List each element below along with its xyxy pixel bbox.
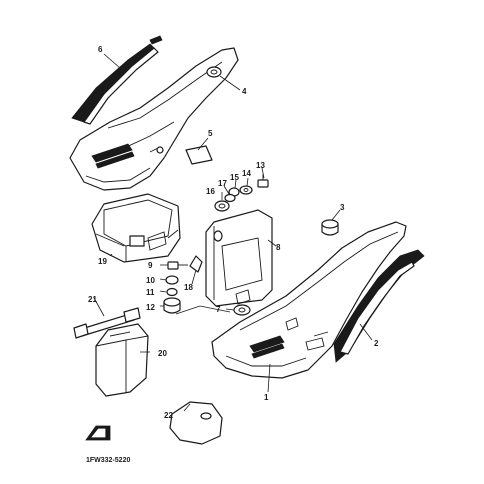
- callout-2: 2: [374, 339, 379, 348]
- callout-10: 10: [146, 276, 155, 285]
- part-19-battery-tray: [91, 193, 181, 263]
- callout-17: 17: [218, 179, 227, 188]
- callout-7: 7: [216, 305, 221, 314]
- callout-13: 13: [256, 161, 265, 170]
- front-arrow-icon: [85, 425, 111, 441]
- callout-14: 14: [242, 169, 251, 178]
- callout-12: 12: [146, 303, 155, 312]
- callout-16: 16: [206, 187, 215, 196]
- part-7-grommet: [233, 304, 251, 316]
- callout-1: 1: [264, 393, 269, 402]
- callout-22: 22: [164, 411, 173, 420]
- part-1-emblem: [305, 337, 325, 351]
- part-13-bolt: [257, 174, 269, 188]
- callout-6: 6: [98, 45, 103, 54]
- part-20-box: [95, 323, 149, 397]
- leader-lines: [93, 53, 373, 412]
- part-18-clip: [189, 255, 203, 273]
- callout-19: 19: [98, 257, 107, 266]
- part-16-grommet: [214, 200, 230, 212]
- callout-20: 20: [158, 349, 167, 358]
- part-10-washer: [165, 275, 179, 285]
- callout-5: 5: [208, 129, 213, 138]
- part-9-bolt: [167, 261, 188, 270]
- callout-18: 18: [184, 283, 193, 292]
- part-8-bracket: [205, 209, 273, 307]
- callout-11: 11: [146, 288, 155, 297]
- part-3-grommet: [321, 219, 339, 236]
- callouts: 6 4 5 13 14 15 17 16 3 8 9 10 11 12 18 1…: [86, 45, 379, 464]
- part-5-plate: [185, 145, 213, 165]
- callout-21: 21: [88, 295, 97, 304]
- callout-3: 3: [340, 203, 345, 212]
- part-4-side-cover-left: [69, 47, 239, 191]
- part-17-washer: [224, 193, 236, 203]
- callout-8: 8: [276, 243, 281, 252]
- part-12-grommet: [163, 297, 181, 314]
- callout-4: 4: [242, 87, 247, 96]
- callout-9: 9: [148, 261, 153, 270]
- part-6-stripe: [71, 35, 163, 125]
- part-11-collar: [166, 287, 178, 297]
- part-22-pad: [169, 401, 223, 445]
- part-14-washer: [239, 185, 253, 195]
- callout-15: 15: [230, 173, 239, 182]
- part-2-side-cover-right: [211, 221, 425, 379]
- part-code-label: 1FW332-5220: [86, 457, 130, 464]
- part-21-strap: [73, 307, 141, 339]
